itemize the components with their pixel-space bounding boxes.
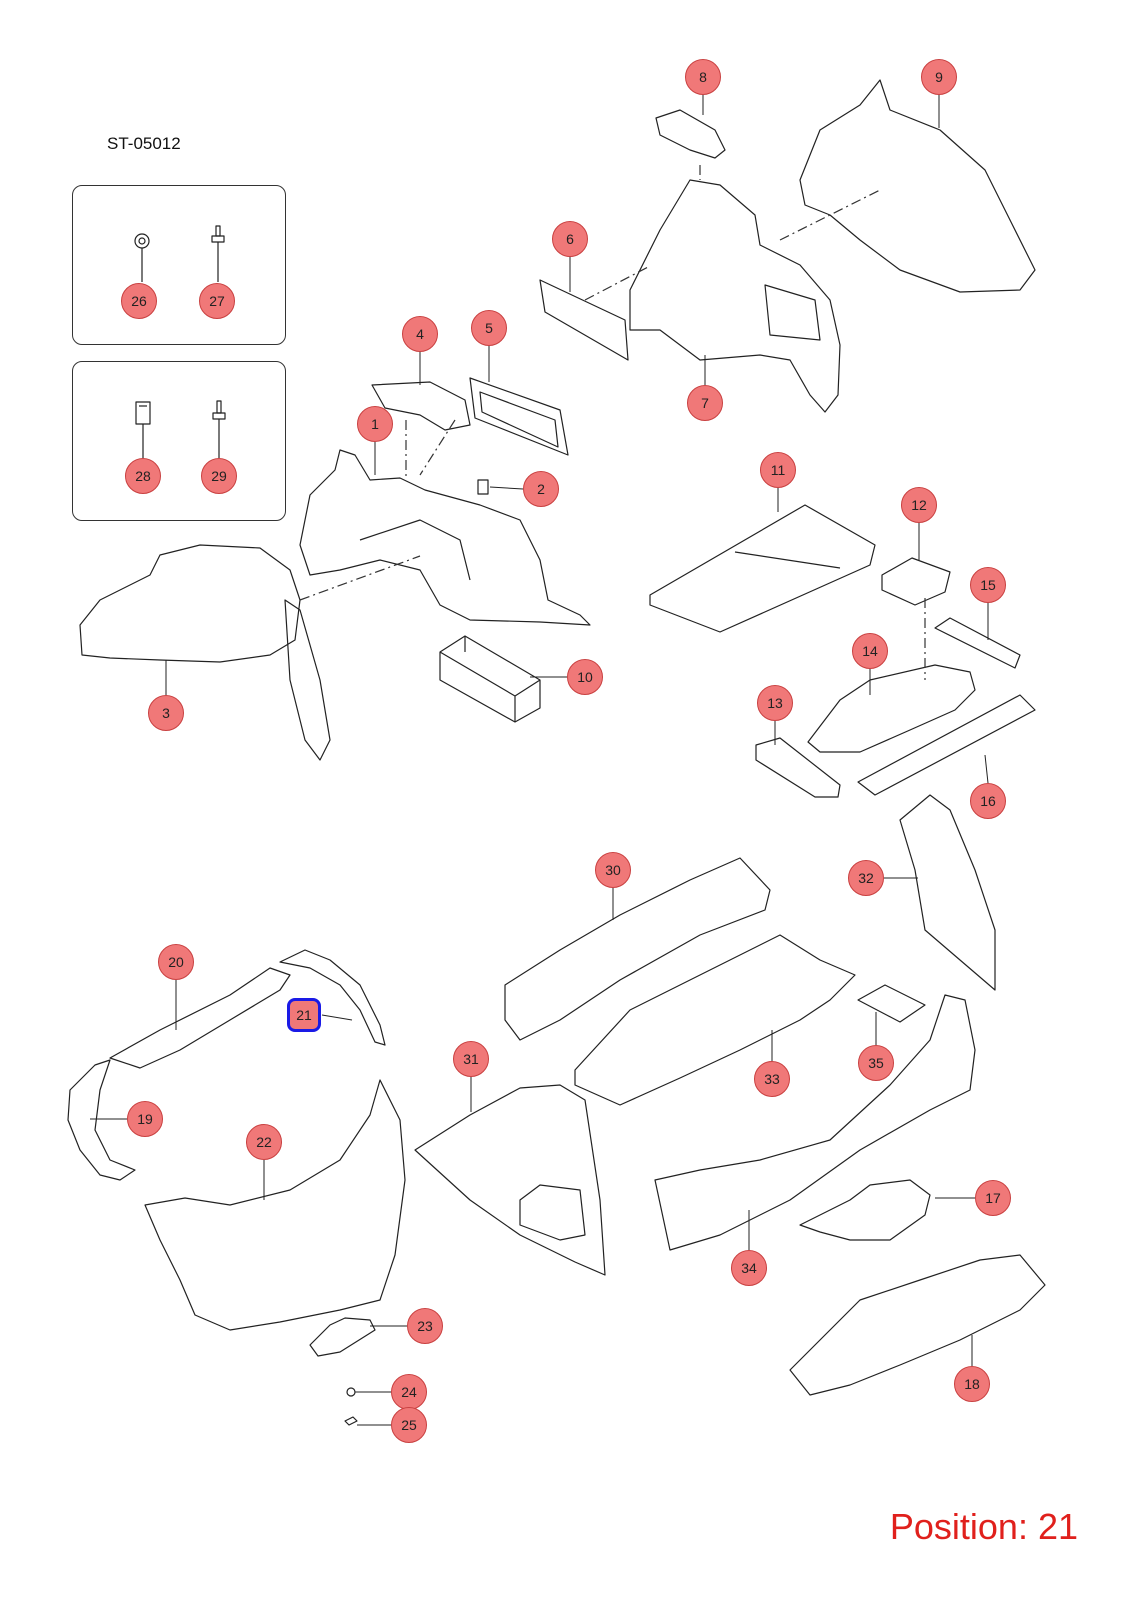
- strip-part-15: [934, 617, 1021, 669]
- upper-trim-part-20: [109, 967, 291, 1069]
- callout-part-23[interactable]: 23: [407, 1308, 443, 1344]
- callout-part-15[interactable]: 15: [970, 567, 1006, 603]
- callout-part-35[interactable]: 35: [858, 1045, 894, 1081]
- trim-cover-part-4: [371, 381, 471, 431]
- callout-part-8[interactable]: 8: [685, 59, 721, 95]
- callout-part-10[interactable]: 10: [567, 659, 603, 695]
- trim-part-19: [67, 1059, 136, 1181]
- floor-panel-part-33: [574, 934, 856, 1106]
- panel-part-30: [504, 857, 771, 1041]
- callout-part-26[interactable]: 26: [121, 283, 157, 319]
- callout-part-22[interactable]: 22: [246, 1124, 282, 1160]
- callout-part-7[interactable]: 7: [687, 385, 723, 421]
- sill-plate-part-16: [857, 694, 1036, 796]
- panel-part-5: [469, 377, 569, 456]
- callout-part-9[interactable]: 9: [921, 59, 957, 95]
- callout-part-28[interactable]: 28: [125, 458, 161, 494]
- callout-part-1[interactable]: 1: [357, 406, 393, 442]
- callout-part-29[interactable]: 29: [201, 458, 237, 494]
- trim-part-21: [279, 949, 386, 1046]
- fastener-inset-bottom: [72, 361, 286, 521]
- callout-part-13[interactable]: 13: [757, 685, 793, 721]
- cargo-cover-part-11: [649, 504, 876, 633]
- callout-part-2[interactable]: 2: [523, 471, 559, 507]
- callout-part-17[interactable]: 17: [975, 1180, 1011, 1216]
- callout-part-12[interactable]: 12: [901, 487, 937, 523]
- callout-part-19[interactable]: 19: [127, 1101, 163, 1137]
- callout-part-18[interactable]: 18: [954, 1366, 990, 1402]
- clip-part-28: [135, 401, 151, 458]
- callout-part-33[interactable]: 33: [754, 1061, 790, 1097]
- right-quarter-trim-part-7: [629, 179, 841, 413]
- left-quarter-trim-part-1: [299, 449, 591, 626]
- callout-part-4[interactable]: 4: [402, 316, 438, 352]
- tailgate-trim-part-22: [144, 1079, 406, 1331]
- callout-part-3[interactable]: 3: [148, 695, 184, 731]
- position-label: Position: 21: [889, 1506, 1078, 1547]
- floor-panel-part-14: [807, 664, 976, 753]
- callout-part-20[interactable]: 20: [158, 944, 194, 980]
- handle-part-23: [309, 1317, 376, 1357]
- callout-part-32[interactable]: 32: [848, 860, 884, 896]
- callout-part-21[interactable]: 21: [287, 998, 321, 1032]
- diagram-id: ST-05012: [107, 134, 181, 153]
- callout-part-14[interactable]: 14: [852, 633, 888, 669]
- callout-part-5[interactable]: 5: [471, 310, 507, 346]
- fastener-inset-top: [72, 185, 286, 345]
- clip-part-26: [134, 233, 150, 282]
- panel-part-34: [654, 994, 976, 1251]
- callout-part-11[interactable]: 11: [760, 452, 796, 488]
- strip-part-13: [755, 737, 841, 798]
- callout-part-25[interactable]: 25: [391, 1407, 427, 1443]
- callout-part-16[interactable]: 16: [970, 783, 1006, 819]
- callout-part-27[interactable]: 27: [199, 283, 235, 319]
- screw-part-29: [212, 400, 226, 458]
- fastener-part-24: [346, 1387, 356, 1397]
- callout-part-6[interactable]: 6: [552, 221, 588, 257]
- pocket-trim-part-6: [539, 279, 629, 361]
- fastener-part-25: [344, 1416, 358, 1426]
- insulator-part-17: [799, 1179, 931, 1241]
- box-part-10: [439, 635, 541, 723]
- callout-part-31[interactable]: 31: [453, 1041, 489, 1077]
- cover-part-8: [655, 109, 726, 159]
- side-panel-part-31: [414, 1084, 606, 1276]
- side-panel-part-32: [899, 794, 996, 991]
- screw-part-27: [211, 225, 225, 282]
- callout-part-30[interactable]: 30: [595, 852, 631, 888]
- pad-part-35: [857, 984, 926, 1023]
- wheel-house-left-part-3: [79, 544, 301, 663]
- wheel-house-right-part-9: [799, 79, 1036, 293]
- callout-part-34[interactable]: 34: [731, 1250, 767, 1286]
- insulator-part-18: [789, 1254, 1046, 1396]
- bracket-part-12: [881, 557, 951, 606]
- bracket-part-2: [477, 479, 489, 495]
- callout-part-24[interactable]: 24: [391, 1374, 427, 1410]
